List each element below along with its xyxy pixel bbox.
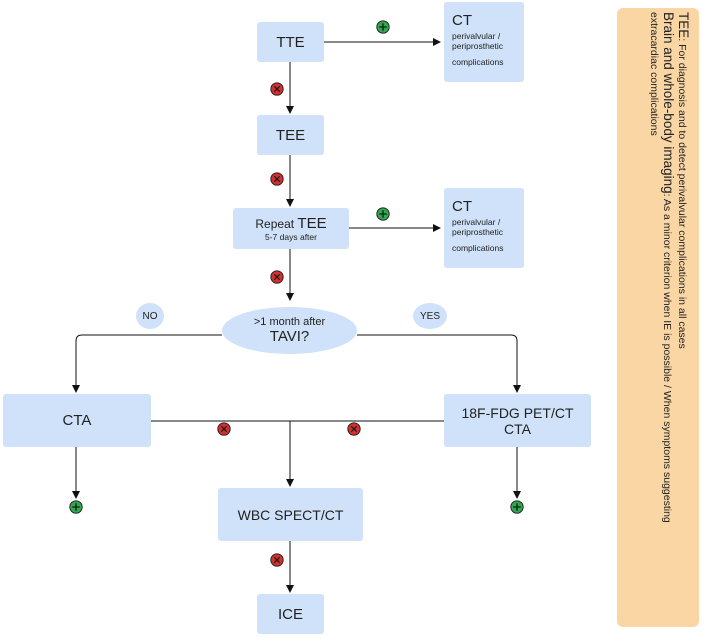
repeat-tee-prefix: Repeat — [255, 217, 298, 231]
positive-icon-pet — [510, 500, 524, 514]
ct-top-title: CT — [452, 12, 472, 29]
pet-line1: 18F-FDG PET/CT — [461, 404, 574, 421]
negative-icon-tte — [270, 82, 284, 96]
wbc-label: WBC SPECT/CT — [237, 506, 344, 523]
ct-mid-sub2: periprosthetic — [452, 227, 504, 237]
side-note-line1-bold: TEE — [676, 12, 691, 39]
positive-icon-repeat-tee — [376, 207, 390, 221]
positive-icon-tte — [376, 20, 390, 34]
ct-top-sub3: complications — [452, 57, 504, 67]
repeat-tee-main: TEE — [297, 215, 327, 232]
wbc-box: WBC SPECT/CT — [218, 488, 363, 541]
decision-line1: >1 month after — [253, 316, 326, 328]
tee-label: TEE — [275, 126, 306, 144]
ice-label: ICE — [277, 605, 303, 623]
ct-top-box: CT perivalvular / periprosthetic complic… — [444, 2, 524, 82]
yes-label: YES — [419, 310, 440, 322]
ct-mid-title: CT — [452, 198, 472, 215]
no-label-oval: NO — [136, 303, 164, 329]
side-note-line2-rest: : As a minor criterion when IE is possib… — [661, 193, 673, 523]
ct-top-sub1: perivalvular / — [452, 31, 501, 41]
negative-icon-pet — [347, 422, 361, 436]
negative-icon-cta — [217, 422, 231, 436]
ct-top-sub2: periprosthetic — [452, 41, 504, 51]
cta-label: CTA — [62, 412, 92, 429]
no-label: NO — [142, 310, 158, 322]
ice-box: ICE — [257, 594, 324, 634]
decision-line2: TAVI? — [269, 328, 310, 345]
decision-oval: >1 month after TAVI? — [222, 307, 357, 354]
repeat-tee-title: Repeat TEE — [255, 215, 326, 232]
side-note-line2-bold: Brain and whole-body imaging — [661, 12, 676, 194]
side-note-panel — [617, 8, 699, 627]
side-note-line1: TEE: For diagnosis and to detect perival… — [675, 12, 691, 622]
side-note-text: TEE: For diagnosis and to detect perival… — [647, 12, 691, 622]
cta-box: CTA — [3, 394, 151, 447]
repeat-tee-box: Repeat TEE 5-7 days after — [233, 208, 349, 249]
side-note-line3: extracardiac complications — [648, 12, 660, 136]
yes-label-oval: YES — [413, 303, 447, 329]
pet-line2: CTA — [504, 420, 531, 437]
tte-label: TTE — [276, 33, 305, 51]
tte-box: TTE — [257, 22, 324, 62]
ct-mid-box: CT perivalvular / periprosthetic complic… — [444, 188, 524, 268]
negative-icon-repeat-tee — [270, 270, 284, 284]
repeat-tee-sub: 5-7 days after — [265, 232, 317, 242]
side-note-line1-rest: : For diagnosis and to detect perivalvul… — [676, 38, 688, 349]
ct-mid-sub1: perivalvular / — [452, 217, 501, 227]
negative-icon-tee — [270, 172, 284, 186]
side-note-line2: Brain and whole-body imaging: As a minor… — [660, 12, 676, 622]
pet-box: 18F-FDG PET/CT CTA — [444, 394, 591, 447]
ct-mid-sub3: complications — [452, 243, 504, 253]
negative-icon-wbc — [270, 553, 284, 567]
positive-icon-cta — [69, 500, 83, 514]
tee-box: TEE — [257, 115, 324, 155]
